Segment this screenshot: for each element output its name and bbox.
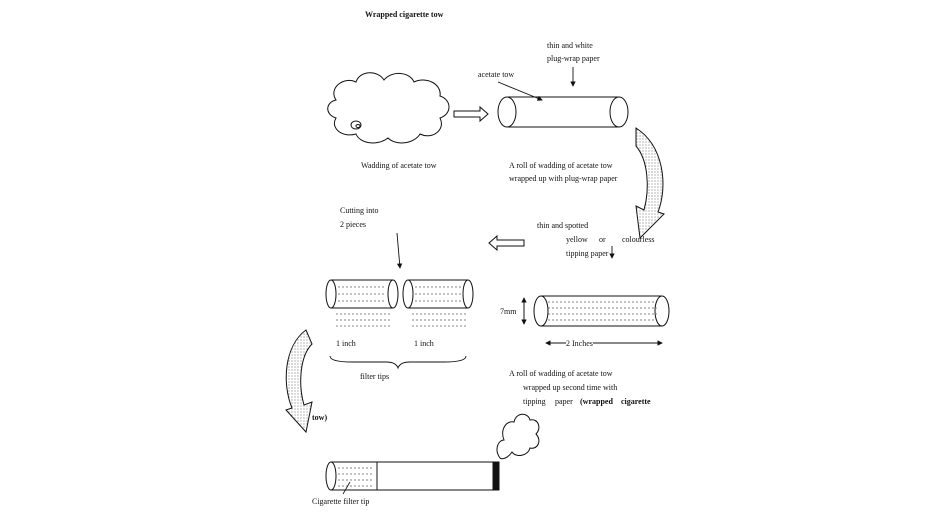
roll2-caption-line3b: paper: [555, 397, 573, 406]
hollow-arrow-right: [453, 105, 489, 123]
cutting-label-line1: Cutting into: [340, 206, 379, 215]
dimension-2-inches-label: 2 Inches: [566, 339, 593, 349]
roll2-caption-line1: A roll of wadding of acetate tow: [509, 369, 613, 378]
tipping-label-line2a: yellow: [566, 235, 588, 244]
cutting-label-line2: 2 pieces: [340, 220, 366, 229]
roll1-caption-line2: wrapped up with plug-wrap paper: [509, 174, 618, 183]
plug-wrap-label-line2: plug-wrap paper: [547, 54, 600, 63]
tipping-label-line2b: or: [599, 235, 606, 244]
acetate-tow-cloud: [327, 72, 450, 144]
acetate-tow-label: acetate tow: [478, 70, 515, 79]
final-cigarette: [325, 461, 500, 491]
inch-label-right: 1 inch: [414, 339, 434, 348]
wadding-label: Wadding of acetate tow: [361, 161, 437, 170]
roll2-caption-line3a: tipping: [523, 397, 546, 406]
inch-label-left: 1 inch: [336, 339, 356, 348]
tipping-label-line2c: colourless: [622, 235, 655, 244]
filter-tips-label: filter tips: [360, 372, 390, 381]
roll-tipping-paper: [533, 295, 670, 327]
roll1-caption-line1: A roll of wadding of acetate tow: [509, 161, 613, 170]
filter-piece-right: [402, 279, 474, 327]
tow-fragment-label: tow): [312, 413, 328, 423]
roll2-caption-line3c: (wrapped: [580, 397, 613, 406]
roll2-caption-line2: wrapped up second time with: [523, 383, 618, 392]
smoke-cloud: [496, 413, 540, 460]
filter-tips-brace: [329, 355, 467, 370]
dimension-7mm-label: 7mm: [500, 307, 517, 316]
tipping-label-line3: tipping paper: [566, 249, 609, 258]
hollow-arrow-left: [488, 234, 525, 252]
roll-plug-wrap: [497, 96, 629, 128]
curved-arrow-right: [635, 127, 665, 240]
diagram-title: Wrapped cigarette tow: [365, 10, 444, 19]
filter-piece-left: [325, 279, 399, 327]
plug-wrap-label-line1: thin and white: [547, 41, 593, 50]
tipping-label-line1: thin and spotted: [537, 221, 589, 230]
curved-arrow-left: [285, 329, 313, 434]
cigarette-filter-tip-label: Cigarette filter tip: [312, 497, 370, 506]
roll2-caption-line3d: cigarette: [621, 397, 651, 406]
